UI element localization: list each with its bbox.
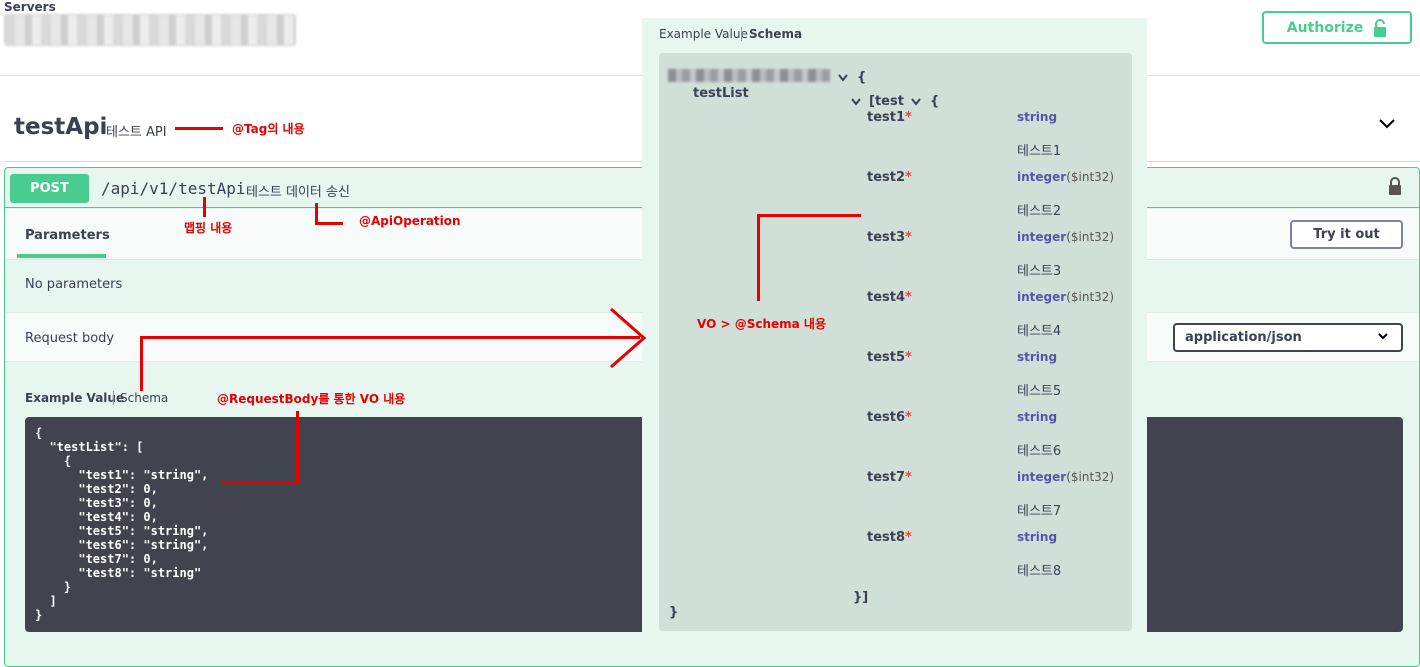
annotation-schema: VO > @Schema 내용 bbox=[697, 317, 826, 331]
tag-description: 테스트 API bbox=[106, 125, 167, 140]
schema-property-type: integer($int32) bbox=[1017, 290, 1115, 304]
schema-property-type: string bbox=[1017, 530, 1058, 544]
tab-example-value[interactable]: Example Value bbox=[25, 391, 125, 405]
schema-property-name: test2* bbox=[867, 170, 912, 185]
schema-inner-close: }] bbox=[853, 590, 869, 605]
schema-open-brace: { bbox=[857, 70, 867, 85]
schema-property-name: test5* bbox=[867, 350, 912, 365]
annotation-line bbox=[203, 197, 206, 217]
tab-separator bbox=[741, 27, 742, 41]
tab-schema[interactable]: Schema bbox=[120, 391, 169, 405]
operation-summary-text: 테스트 데이터 송신 bbox=[246, 185, 350, 200]
schema-inner-open-brace: { bbox=[930, 94, 940, 109]
schema-property-name: test7* bbox=[867, 470, 912, 485]
schema-property-description: 테스트2 bbox=[1017, 204, 1062, 219]
schema-property-description: 테스트4 bbox=[1017, 324, 1062, 339]
authorize-label: Authorize bbox=[1286, 19, 1364, 36]
schema-outer-close: } bbox=[669, 605, 679, 620]
annotation-line bbox=[757, 214, 760, 301]
servers-label: Servers bbox=[4, 0, 56, 14]
schema-property-description: 테스트8 bbox=[1017, 564, 1062, 579]
schema-property-type: string bbox=[1017, 110, 1058, 124]
annotation-apioperation: @ApiOperation bbox=[359, 214, 461, 228]
schema-property-type: integer($int32) bbox=[1017, 230, 1115, 244]
schema-property-name: test4* bbox=[867, 290, 912, 305]
authorize-button[interactable]: Authorize bbox=[1262, 11, 1412, 44]
schema-model-box bbox=[659, 53, 1132, 631]
annotation-line bbox=[140, 336, 143, 391]
annotation-tag: @Tag의 내용 bbox=[232, 122, 305, 136]
try-it-out-button[interactable]: Try it out bbox=[1290, 220, 1403, 249]
schema-property-name: test1* bbox=[867, 110, 912, 125]
tab-active-underline bbox=[17, 254, 106, 258]
lock-icon[interactable] bbox=[1388, 177, 1402, 195]
no-parameters-text: No parameters bbox=[25, 277, 123, 292]
schema-property-description: 테스트6 bbox=[1017, 444, 1062, 459]
chevron-down-icon[interactable] bbox=[837, 73, 849, 83]
schema-property-description: 테스트5 bbox=[1017, 384, 1062, 399]
schema-property-type: string bbox=[1017, 350, 1058, 364]
schema-property-type: integer($int32) bbox=[1017, 470, 1115, 484]
schema-panel-tab-schema[interactable]: Schema bbox=[749, 27, 803, 41]
annotation-arrow-line bbox=[140, 336, 640, 339]
schema-array-open: [test bbox=[869, 94, 904, 109]
annotation-line bbox=[315, 203, 318, 225]
schema-panel-tab-example[interactable]: Example Value bbox=[659, 27, 748, 41]
schema-property-description: 테스트7 bbox=[1017, 504, 1062, 519]
tab-parameters[interactable]: Parameters bbox=[25, 228, 110, 243]
tag-title[interactable]: testApi bbox=[14, 114, 108, 140]
content-type-select[interactable]: application/json bbox=[1173, 323, 1403, 352]
chevron-down-icon bbox=[1378, 333, 1388, 340]
annotation-line bbox=[757, 214, 861, 217]
schema-property-description: 테스트3 bbox=[1017, 264, 1062, 279]
annotation-path: 맵핑 내용 bbox=[184, 221, 233, 235]
schema-property-name: test6* bbox=[867, 410, 912, 425]
chevron-down-icon[interactable] bbox=[1378, 118, 1396, 130]
example-json: { "testList": [ { "test1": "string", "te… bbox=[35, 426, 209, 622]
request-body-label: Request body bbox=[25, 331, 115, 346]
annotation-line bbox=[315, 222, 343, 225]
arrow-head-icon bbox=[610, 307, 647, 369]
schema-property-name: test8* bbox=[867, 530, 912, 545]
content-type-value: application/json bbox=[1185, 330, 1302, 345]
chevron-down-icon[interactable] bbox=[910, 97, 922, 107]
model-name-blurred bbox=[668, 69, 830, 82]
annotation-requestbody: @RequestBody를 통한 VO 내용 bbox=[217, 392, 406, 406]
operation-path: /api/v1/testApi bbox=[101, 179, 246, 198]
unlock-icon bbox=[1374, 18, 1387, 37]
schema-list-field: testList bbox=[693, 86, 749, 101]
schema-property-type: integer($int32) bbox=[1017, 170, 1115, 184]
chevron-down-icon[interactable] bbox=[850, 97, 862, 107]
tab-separator bbox=[113, 391, 114, 405]
schema-property-type: string bbox=[1017, 410, 1058, 424]
schema-property-name: test3* bbox=[867, 230, 912, 245]
annotation-line bbox=[175, 127, 223, 130]
annotation-line bbox=[296, 411, 299, 484]
servers-select[interactable] bbox=[4, 14, 296, 46]
method-badge: POST bbox=[10, 174, 89, 203]
schema-property-description: 테스트1 bbox=[1017, 144, 1062, 159]
annotation-line bbox=[221, 481, 299, 484]
